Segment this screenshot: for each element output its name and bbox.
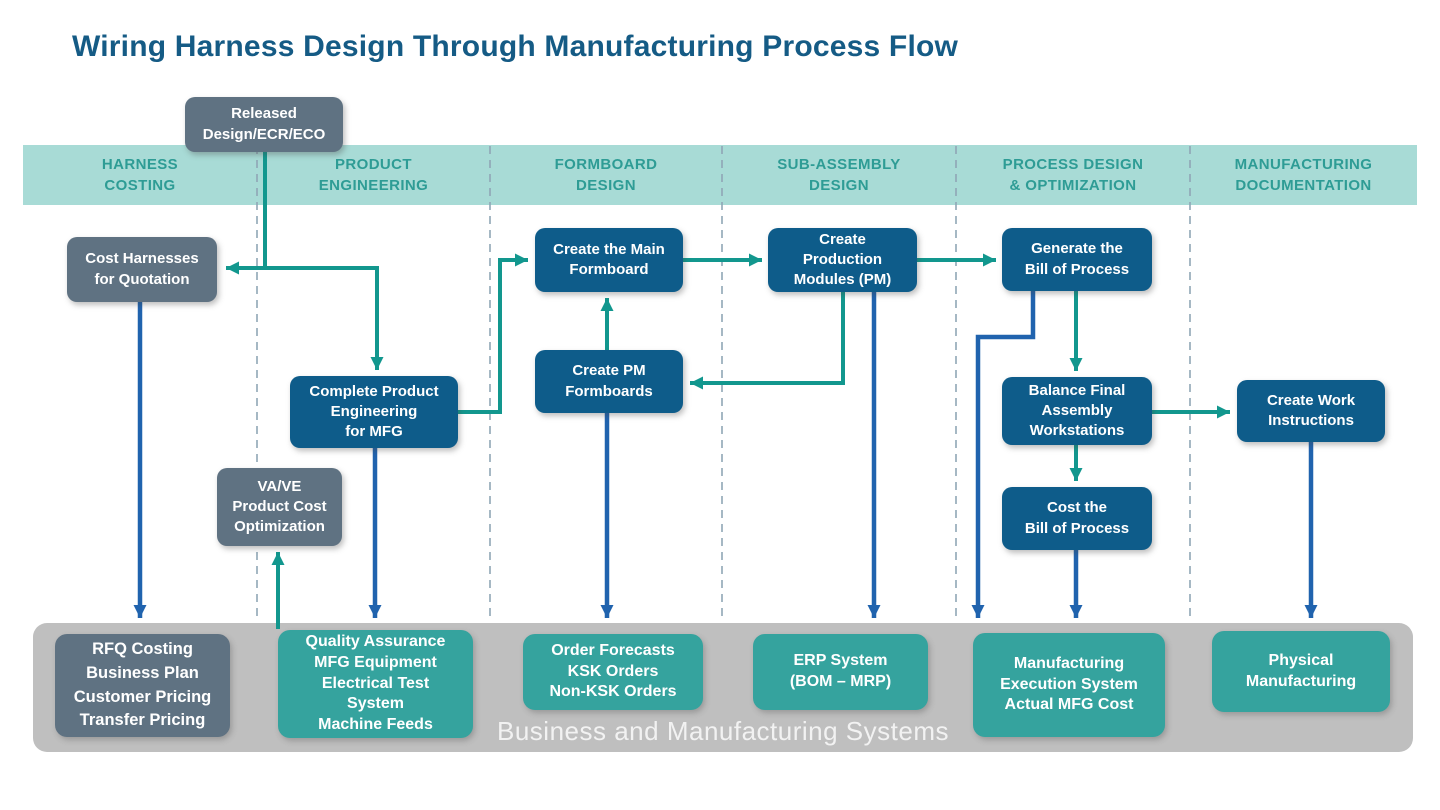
sys-box-erp-system: ERP System (BOM – MRP) (753, 634, 928, 710)
node-generate-bill-of-process: Generate the Bill of Process (1002, 228, 1152, 291)
lane-header-harness-costing: HARNESS COSTING (101, 156, 179, 194)
systems-band (33, 623, 1413, 752)
lane-header-product-engineering: PRODUCT ENGINEERING (318, 156, 429, 194)
lane-header-process-design: PROCESS DESIGN & OPTIMIZATION (1002, 156, 1144, 194)
arrow-generate-to-mes (971, 291, 1036, 618)
node-create-pm-formboards: Create PM Formboards (535, 350, 683, 413)
node-create-main-formboard: Create the Main Formboard (535, 228, 683, 292)
page-title: Wiring Harness Design Through Manufactur… (72, 30, 959, 63)
systems-band-caption: Business and Manufacturing Systems (497, 716, 949, 746)
sys-box-mes: Manufacturing Execution System Actual MF… (973, 633, 1165, 737)
node-balance-final-assembly: Balance Final Assembly Workstations (1002, 377, 1152, 445)
node-create-production-modules: Create Production Modules (PM) (768, 228, 917, 292)
node-released-design: Released Design/ECR/ECO (185, 97, 343, 152)
node-cost-bill-of-process: Cost the Bill of Process (1002, 487, 1152, 550)
arrow-cpe-to-main-formboard (458, 253, 528, 414)
sys-box-order-forecasts: Order Forecasts KSK Orders Non-KSK Order… (523, 634, 703, 710)
arrow-pm-to-pm-formboards (690, 292, 845, 390)
lane-header-sub-assembly-design: SUB-ASSEMBLY DESIGN (777, 156, 901, 194)
node-create-work-instructions: Create Work Instructions (1237, 380, 1385, 442)
sys-box-rfq-costing: RFQ Costing Business Plan Customer Prici… (55, 634, 230, 737)
lane-header-formboard-design: FORMBOARD DESIGN (554, 156, 658, 194)
node-complete-product-engineering: Complete Product Engineering for MFG (290, 376, 458, 448)
lane-header-mfg-documentation: MANUFACTURING DOCUMENTATION (1234, 156, 1373, 194)
sys-box-physical-manufacturing: Physical Manufacturing (1212, 631, 1390, 712)
node-cost-harnesses: Cost Harnesses for Quotation (67, 237, 217, 302)
lane-header-band (23, 145, 1417, 205)
node-vave-optimization: VA/VE Product Cost Optimization (217, 468, 342, 546)
sys-box-quality-assurance: Quality Assurance MFG Equipment Electric… (278, 630, 473, 738)
